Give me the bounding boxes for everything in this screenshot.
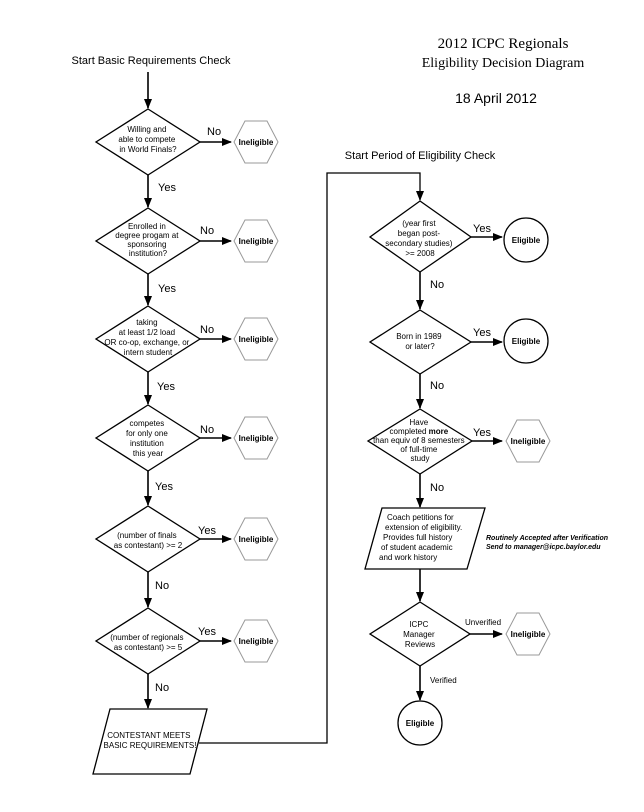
connector-to-period-check [199, 172, 424, 744]
page-subtitle: Eligibility Decision Diagram [422, 56, 585, 71]
ineligible-label-1: Ineligible [239, 138, 274, 147]
yes-label-r2: Yes [473, 327, 491, 339]
eligible-label-2: Eligible [512, 337, 541, 346]
ineligible-label-r4: Ineligible [511, 630, 546, 639]
basic-check-start-label: Start Basic Requirements Check [72, 55, 231, 67]
decision-finals-count-text: (number of finals as contestant) >= 2 [114, 531, 183, 550]
ineligible-label-4: Ineligible [239, 434, 274, 443]
ineligible-label-6: Ineligible [239, 637, 274, 646]
yes-label-r1: Yes [473, 223, 491, 235]
ineligible-label-2: Ineligible [239, 237, 274, 246]
no-label-r1: No [430, 279, 444, 291]
decision-world-finals-text: Willing and able to compete in World Fin… [118, 125, 177, 154]
decision-load-text: taking at least 1/2 load OR co-op, excha… [104, 318, 191, 357]
decision-enrolled-text: Enrolled in degree progam at sponsoring … [115, 222, 180, 258]
eligible-label-1: Eligible [512, 236, 541, 245]
no-label-5: No [155, 580, 169, 592]
no-label-6: No [155, 682, 169, 694]
ineligible-label-r3: Ineligible [511, 437, 546, 446]
yes-label-3: Yes [157, 381, 175, 393]
eligible-circle-1 [503, 217, 549, 263]
yes-label-6: Yes [198, 626, 216, 638]
eligible-circle-2 [503, 318, 549, 364]
eligible-label-final: Eligible [406, 719, 435, 728]
decision-born-1989-text: Born in 1989 or later? [396, 332, 444, 351]
decision-semesters-text: Have completed more than equiv of 8 seme… [373, 418, 467, 463]
ineligible-hexagon-r4 [505, 612, 551, 656]
coach-petition-box [364, 507, 486, 570]
ineligible-hexagon-4 [233, 416, 279, 460]
ineligible-hexagon-5 [233, 517, 279, 561]
period-check-start-label: Start Period of Eligibility Check [345, 150, 496, 162]
decision-manager-review-text: ICPC Manager Reviews [403, 620, 437, 649]
header: 2012 ICPC Regionals Eligibility Decision… [422, 36, 585, 106]
ineligible-hexagon-3 [233, 317, 279, 361]
yes-label-4: Yes [155, 481, 173, 493]
no-label-3: No [200, 324, 214, 336]
ineligible-hexagon-2 [233, 219, 279, 263]
decision-one-institution-text: competes for only one institution this y… [126, 419, 170, 458]
basic-requirements-flow: Start Basic Requirements Check Willing a… [72, 55, 424, 775]
basic-requirements-met-text: CONTESTANT MEETS BASIC REQUIREMENTS! [104, 731, 197, 750]
basic-requirements-met-box [92, 708, 208, 775]
page-date: 18 April 2012 [455, 90, 537, 106]
ineligible-hexagon-6 [233, 619, 279, 663]
yes-label-2: Yes [158, 283, 176, 295]
decision-regionals-count-text: (number of regionals as contestant) >= 5 [110, 633, 186, 652]
coach-petition-text: Coach petitions for extension of eligibi… [379, 513, 464, 562]
decision-first-studies-year-text: (year first began post- secondary studie… [385, 219, 454, 258]
decision-one-institution [94, 404, 202, 472]
unverified-label: Unverified [465, 618, 501, 627]
yes-label-r3: Yes [473, 427, 491, 439]
verified-label: Verified [430, 676, 457, 685]
yes-label-1: Yes [158, 182, 176, 194]
page-title: 2012 ICPC Regionals [438, 36, 569, 52]
no-label-1: No [207, 126, 221, 138]
ineligible-hexagon-1 [233, 120, 279, 164]
eligible-circle-final [397, 700, 443, 746]
no-label-2: No [200, 225, 214, 237]
ineligible-label-3: Ineligible [239, 335, 274, 344]
verification-note: Routinely Accepted after Verification Se… [486, 535, 610, 551]
yes-label-5: Yes [198, 525, 216, 537]
no-label-r3: No [430, 482, 444, 494]
ineligible-label-5: Ineligible [239, 535, 274, 544]
no-label-r2: No [430, 380, 444, 392]
no-label-4: No [200, 424, 214, 436]
period-eligibility-flow: Start Period of Eligibility Check (year … [345, 150, 610, 746]
ineligible-hexagon-r3 [505, 419, 551, 463]
